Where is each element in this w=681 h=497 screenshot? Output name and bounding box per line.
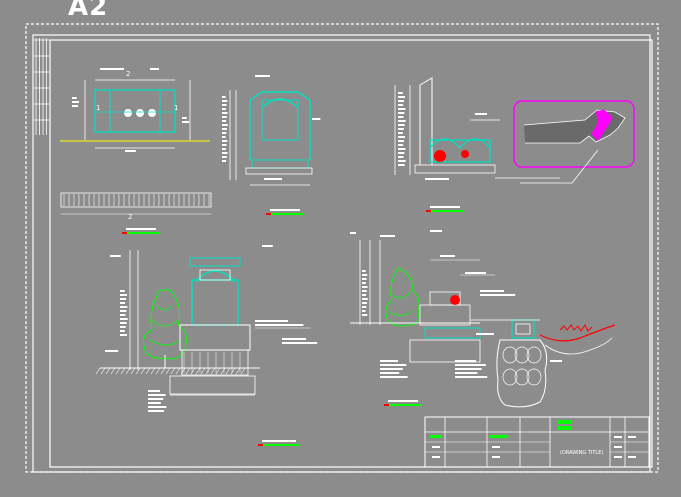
annotation-text — [105, 350, 119, 352]
annotation-text — [255, 75, 270, 77]
annotation-text — [465, 272, 486, 274]
annotation-text — [148, 390, 167, 412]
dimension-label: 1 — [96, 104, 100, 112]
dimension-label: 1 — [174, 104, 178, 112]
annotation-text — [550, 360, 562, 362]
annotation-text — [110, 255, 121, 257]
annotation-text — [72, 97, 80, 107]
annotation-text — [262, 245, 273, 247]
tree-symbol — [143, 289, 187, 368]
annotation-text — [255, 320, 304, 326]
detail-rockwork — [470, 319, 616, 408]
annotation-text — [150, 68, 159, 70]
annotation-text — [264, 178, 282, 180]
binding-margin-stripes — [34, 38, 49, 135]
plan-view-title — [122, 228, 160, 234]
section-b-title — [384, 400, 422, 406]
annotation-text — [425, 178, 449, 180]
front-elevation — [222, 75, 321, 215]
side-elevation-title — [426, 206, 464, 212]
section-a-title — [258, 440, 300, 446]
section-b — [350, 230, 516, 406]
annotation-text — [440, 255, 455, 257]
annotation-text — [312, 118, 321, 120]
front-elevation-title — [266, 209, 304, 215]
title-block: (DRAWING TITLE) — [424, 416, 650, 468]
section-a — [95, 245, 318, 446]
dimension-label: 2 — [128, 213, 132, 221]
annotation-text — [362, 270, 368, 316]
annotation-text — [480, 290, 516, 296]
balustrade-elevation — [60, 192, 212, 208]
annotation-text — [475, 113, 487, 115]
drawing-frame — [25, 23, 659, 473]
annotation-text — [222, 96, 228, 162]
tree-symbol — [385, 267, 420, 327]
annotation-text — [380, 360, 408, 378]
dimension-label: 2 — [126, 70, 130, 78]
annotation-text — [125, 150, 136, 152]
annotation-text — [282, 338, 318, 344]
annotation-text — [455, 360, 488, 378]
side-elevation — [394, 77, 560, 212]
annotation-text — [380, 235, 395, 237]
annotation-text — [100, 68, 124, 70]
annotation-text — [350, 232, 356, 234]
annotation-text — [430, 230, 442, 232]
annotation-text — [476, 333, 494, 335]
key-plan — [513, 100, 635, 184]
drawing-title-label: (DRAWING TITLE) — [560, 450, 603, 456]
annotation-text — [120, 290, 128, 336]
sheet-size-label: A2 — [68, 0, 109, 22]
annotation-text — [398, 92, 406, 166]
annotation-text — [182, 117, 190, 123]
plan-view: 2 1 1 2 — [60, 68, 212, 234]
